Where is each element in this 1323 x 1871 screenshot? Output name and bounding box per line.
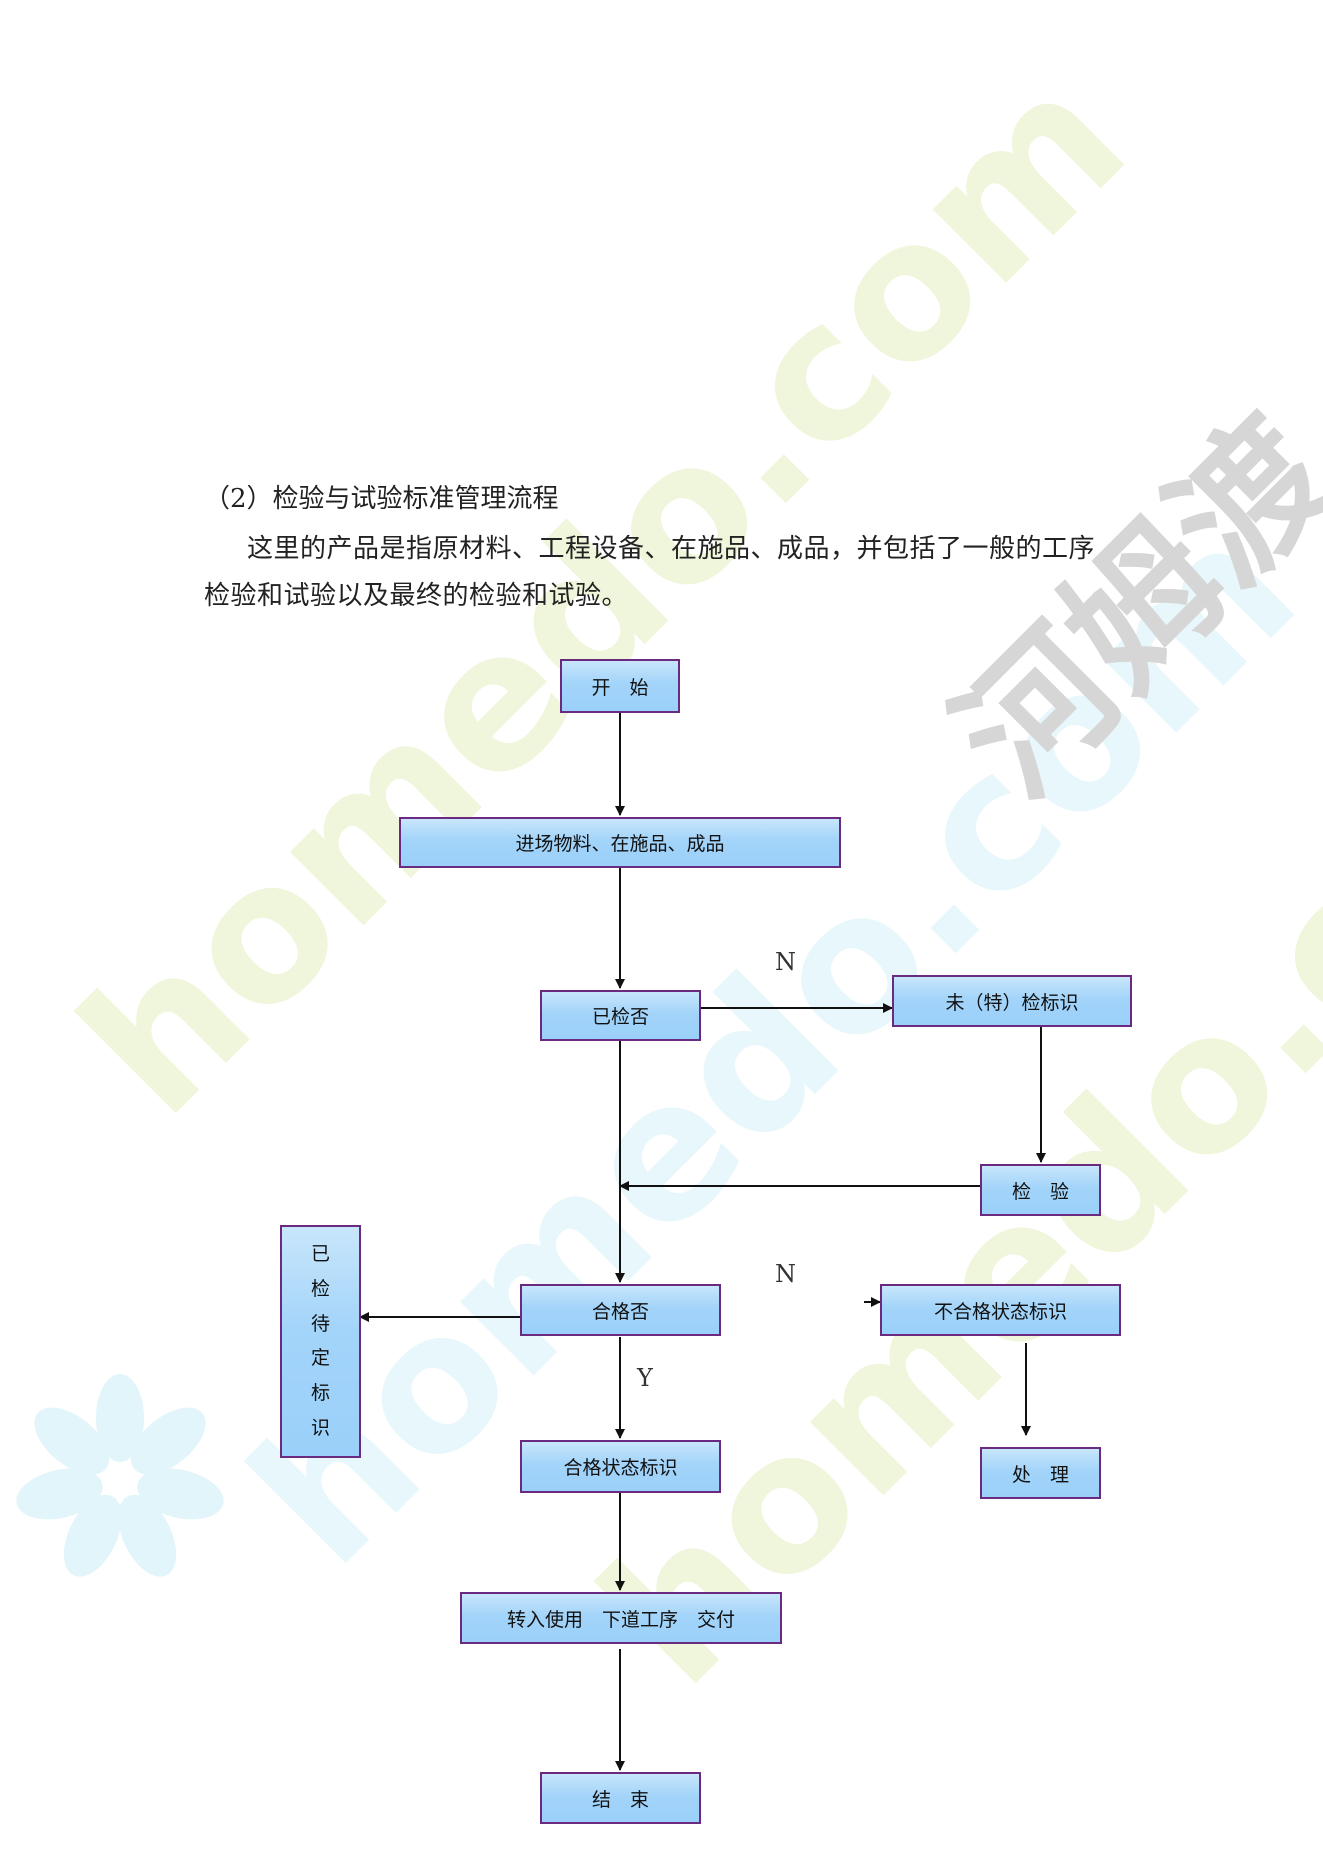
branch-label-y: Y (637, 1364, 653, 1392)
paragraph-line-1: 这里的产品是指原材料、工程设备、在施品、成品，并包括了一般的工序 (247, 534, 1096, 564)
pending-char-2: 检 (310, 1277, 330, 1300)
end-node: 结 束 (540, 1772, 701, 1824)
pending-char-1: 已 (310, 1242, 330, 1265)
branch-label-n1: N (775, 948, 796, 976)
paragraph-line-2: 检验和试验以及最终的检验和试验。 (204, 581, 629, 611)
start-node: 开 始 (560, 659, 680, 713)
pending-char-6: 识 (310, 1417, 330, 1440)
flower-logo-icon (16, 1374, 224, 1577)
pending-mark-node: 已 检 待 定 标 识 (280, 1225, 361, 1458)
qualified-mark-node: 合格状态标识 (520, 1440, 721, 1493)
materials-node: 进场物料、在施品、成品 (399, 817, 841, 868)
process-node: 处 理 (980, 1447, 1101, 1499)
pending-char-4: 定 (310, 1347, 330, 1370)
inspected-decision-node: 已检否 (540, 990, 701, 1041)
uninspected-mark-node: 未（特）检标识 (892, 975, 1132, 1027)
branch-label-n2: N (775, 1260, 796, 1288)
pending-char-5: 标 (310, 1382, 330, 1405)
qualified-decision-node: 合格否 (520, 1284, 721, 1336)
section-heading: （2）检验与试验标准管理流程 (204, 484, 559, 514)
pending-char-3: 待 (310, 1312, 330, 1335)
inspect-node: 检 验 (980, 1164, 1101, 1216)
transfer-node: 转入使用 下道工序 交付 (460, 1592, 782, 1644)
unqualified-mark-node: 不合格状态标识 (880, 1284, 1121, 1336)
